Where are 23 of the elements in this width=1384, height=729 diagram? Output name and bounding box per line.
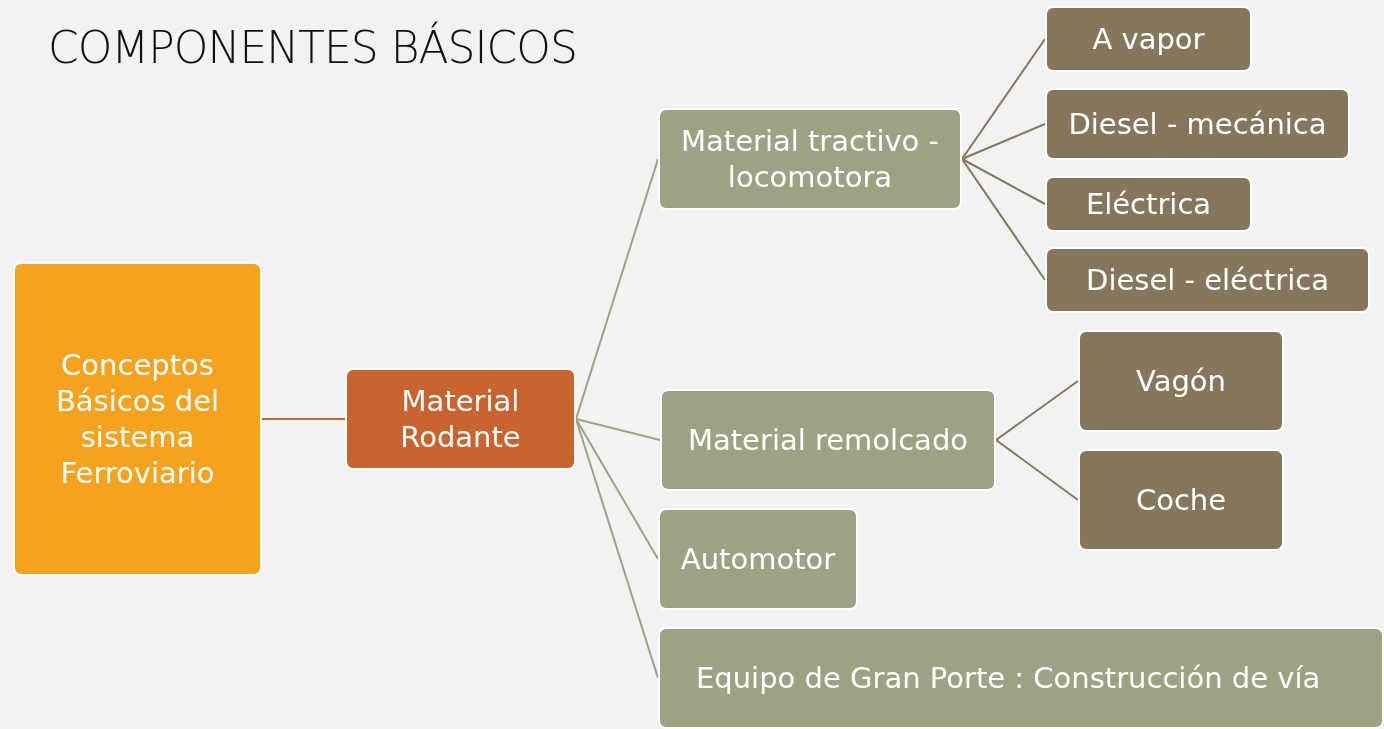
category-box: Material remolcado [660, 389, 996, 491]
title: COMPONENTES BÁSICOS [48, 22, 577, 73]
category-box: Equipo de Gran Porte : Construcción de vía [658, 627, 1384, 729]
category-box: Coche [1078, 449, 1284, 551]
category-box: Diesel - eléctrica [1045, 247, 1370, 313]
category-box: Material tractivo - locomotora [658, 108, 962, 210]
connector-line [995, 380, 1079, 441]
category-box: Diesel - mecánica [1045, 88, 1350, 160]
connector-line [961, 123, 1046, 160]
connector-line [961, 38, 1046, 160]
connector-line [261, 418, 346, 420]
connector-line [575, 418, 661, 441]
connector-line [961, 158, 1046, 281]
connector-line [575, 158, 659, 420]
connector-line [995, 439, 1079, 501]
category-box: Automotor [658, 508, 858, 610]
category-box: A vapor [1045, 6, 1252, 72]
connector-line [961, 158, 1046, 205]
category-box: Eléctrica [1045, 176, 1252, 232]
connector-line [575, 418, 659, 560]
category-box: Conceptos Básicos del sistema Ferroviario [13, 262, 262, 576]
category-box: Vagón [1078, 330, 1284, 432]
category-box: Material Rodante [345, 368, 576, 470]
